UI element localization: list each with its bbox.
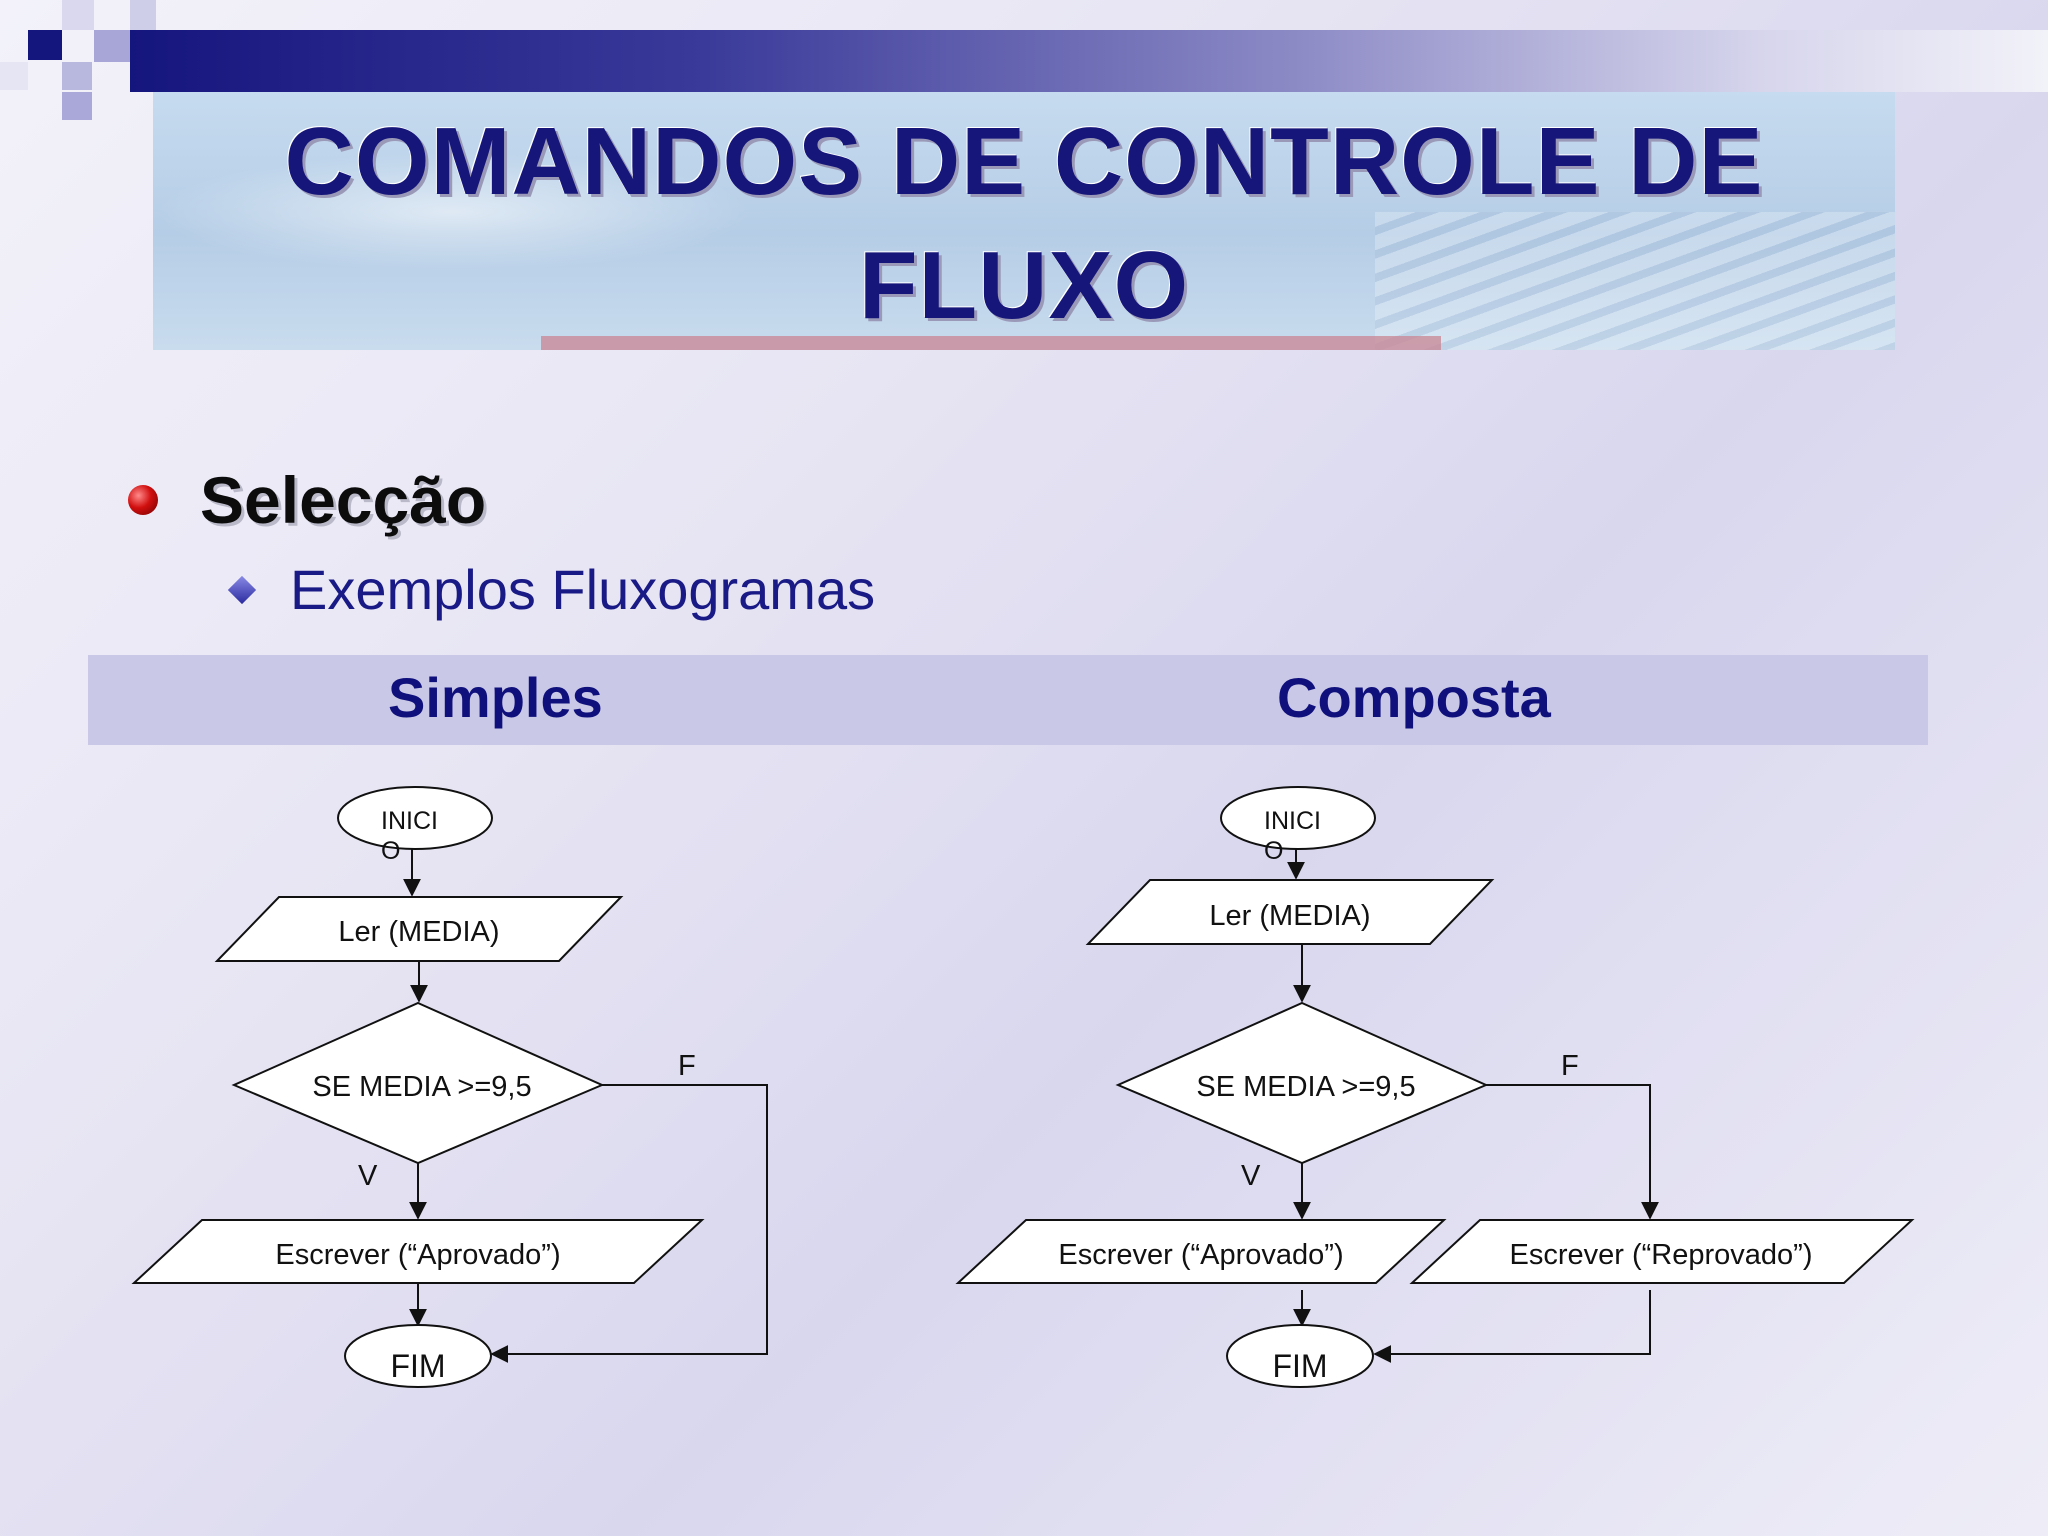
true-branch-label: V <box>358 1160 378 1192</box>
column-title-simple: Simples <box>388 666 603 729</box>
read-io-shape <box>1085 879 1495 945</box>
arrow-false-to-end <box>490 1084 768 1363</box>
column-header-bar <box>88 655 1928 745</box>
start-terminal-label: INICI <box>1264 807 1321 835</box>
start-terminal-label-wrap: O <box>1264 837 1283 865</box>
sub-bullet-text: Exemplos Fluxogramas <box>290 558 876 621</box>
slide-title-line2: FLUXO <box>858 232 1190 339</box>
read-io-label: Ler (MEDIA) <box>338 916 499 948</box>
write-io-shape <box>131 1219 705 1284</box>
write-true-io-shape <box>955 1219 1447 1284</box>
start-terminal-shape <box>1220 786 1376 850</box>
start-terminal-shape <box>337 786 493 850</box>
corner-square-light2 <box>0 62 28 90</box>
corner-square-mid <box>94 30 130 62</box>
arrow-false-to-reprovado <box>1486 1084 1659 1220</box>
corner-square-dark <box>28 30 62 60</box>
header-band <box>130 30 2048 92</box>
corner-square-mid3 <box>130 0 156 30</box>
flowchart-simple: INICI O Ler (MEDIA) SE MEDIA >=9,5 F V E… <box>131 786 768 1388</box>
arrow-reprovado-to-end <box>1373 1290 1651 1363</box>
false-branch-label: F <box>1561 1050 1579 1082</box>
slide-title: COMANDOS DE CONTROLE DE FLUXO <box>153 100 1895 348</box>
read-io-label: Ler (MEDIA) <box>1209 900 1370 932</box>
write-false-io-label: Escrever (“Reprovado”) <box>1510 1239 1813 1271</box>
decision-label: SE MEDIA >=9,5 <box>312 1071 531 1103</box>
decision-label: SE MEDIA >=9,5 <box>1196 1071 1415 1103</box>
write-true-io-label: Escrever (“Aprovado”) <box>1058 1239 1343 1271</box>
read-io-shape <box>214 896 624 962</box>
write-io-label: Escrever (“Aprovado”) <box>275 1239 560 1271</box>
bullet-heading: Selecção <box>200 463 487 537</box>
start-terminal-label: INICI <box>381 807 438 835</box>
false-branch-label: F <box>678 1050 696 1082</box>
flowchart-compound: INICI O Ler (MEDIA) SE MEDIA >=9,5 F V E… <box>955 786 1915 1388</box>
end-terminal-label: FIM <box>1272 1348 1327 1384</box>
true-branch-label: V <box>1241 1160 1261 1192</box>
write-false-io-shape <box>1409 1219 1915 1284</box>
corner-square-mid4 <box>62 92 92 120</box>
slide-title-line1: COMANDOS DE CONTROLE DE <box>284 108 1764 215</box>
column-title-compound: Composta <box>1277 666 1551 729</box>
title-banner-image <box>153 92 1895 350</box>
corner-square-light <box>62 0 94 30</box>
end-terminal-shape <box>344 1324 492 1388</box>
corner-square-mid2 <box>62 62 92 90</box>
start-terminal-label-wrap: O <box>381 837 400 865</box>
end-terminal-shape <box>1226 1324 1374 1388</box>
end-terminal-label: FIM <box>390 1348 445 1384</box>
bullet-icon <box>128 485 158 515</box>
